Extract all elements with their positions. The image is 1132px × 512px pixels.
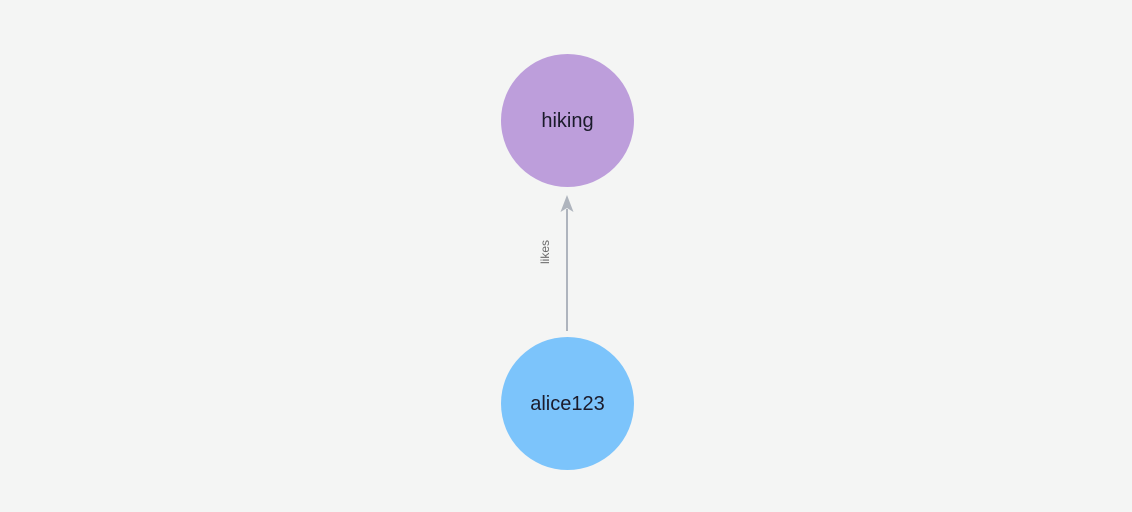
graph-node-alice123[interactable]: alice123	[501, 337, 634, 470]
graph-node-label-alice123: alice123	[530, 392, 605, 415]
edge-arrowhead-icon	[560, 195, 574, 212]
graph-node-hiking[interactable]: hiking	[501, 54, 634, 187]
edge-label-likes: likes	[538, 239, 552, 264]
graph-node-label-hiking: hiking	[541, 109, 594, 132]
